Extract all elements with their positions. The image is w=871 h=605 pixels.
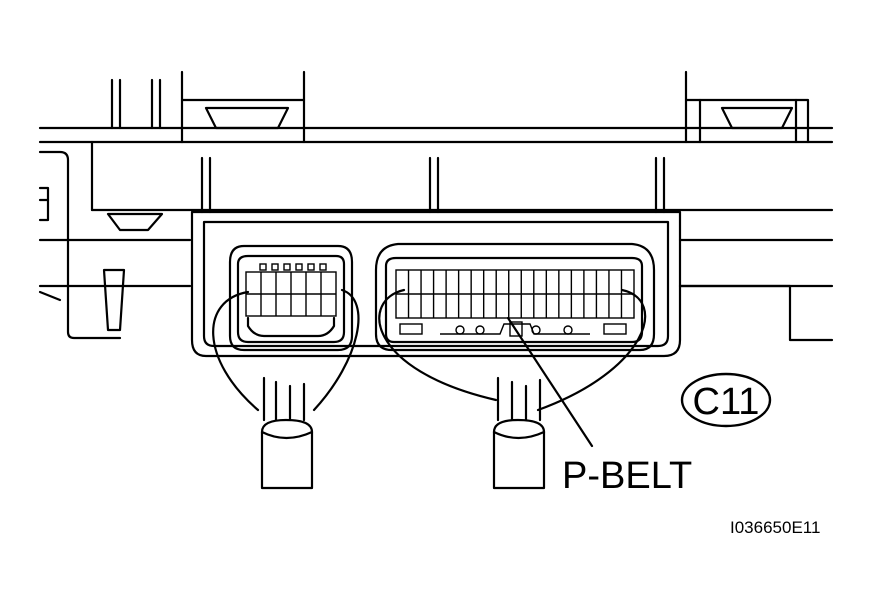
wire-harness: [212, 288, 647, 422]
large-connector: [374, 242, 656, 352]
small-pin-latch: [259, 263, 267, 271]
key-hole: [563, 325, 573, 335]
key-hole: [475, 325, 485, 335]
figure-id: I036650E11: [730, 518, 820, 537]
connector-frame: [190, 210, 682, 358]
key-slot: [399, 323, 423, 335]
small-connector: [228, 244, 354, 352]
key-rail: [440, 323, 590, 335]
connector-label: C11: [693, 381, 760, 423]
cable-left: [260, 418, 314, 490]
ecu-housing: [38, 70, 834, 342]
callout-label: P-BELT: [562, 455, 692, 497]
connector-badge: [680, 372, 772, 428]
small-pin-latch: [295, 263, 303, 271]
small-pin-latch: [271, 263, 279, 271]
small-pin-latch: [307, 263, 315, 271]
key-hole: [455, 325, 465, 335]
small-pin-latch: [283, 263, 291, 271]
small-pin-latch: [319, 263, 327, 271]
callout-leader-line: [506, 316, 594, 448]
key-slot: [603, 323, 627, 335]
cable-right: [492, 418, 546, 490]
key-tab: [509, 321, 523, 337]
